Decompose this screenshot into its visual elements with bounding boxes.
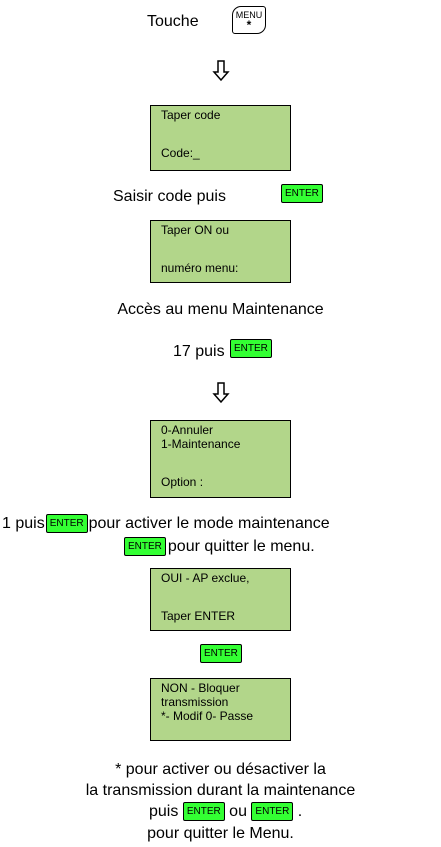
screen-line: OUI - AP exclue, bbox=[161, 571, 250, 585]
final-line-3: puis ENTER ou ENTER . bbox=[149, 802, 303, 822]
screen-taper-on: Taper ON ou numéro menu: bbox=[150, 220, 291, 283]
screen-line: 0-Annuler bbox=[161, 423, 214, 437]
enter-key-icon: ENTER bbox=[251, 802, 294, 822]
touche-label: Touche bbox=[147, 13, 199, 30]
down-arrow-icon bbox=[212, 60, 230, 82]
screen-line: *- Modif 0- Passe bbox=[161, 709, 254, 723]
screen-non: NON - Bloquer transmission *- Modif 0- P… bbox=[150, 678, 291, 741]
screen-line: Taper ON ou bbox=[161, 223, 230, 237]
screen-line: Taper ENTER bbox=[161, 609, 236, 623]
menu-key-label: MENU bbox=[235, 10, 263, 20]
screen-options: 0-Annuler 1-Maintenance Option : bbox=[150, 420, 291, 498]
text: pour activer le mode maintenance bbox=[88, 515, 330, 532]
enter-key-icon: ENTER bbox=[45, 514, 88, 534]
screen-taper-code: Taper code Code:_ bbox=[150, 105, 291, 171]
final-line-1: * pour activer ou désactiver la bbox=[115, 761, 326, 778]
down-arrow-icon bbox=[212, 382, 230, 404]
screen-line: NON - Bloquer bbox=[161, 681, 240, 695]
menu-key-icon: MENU * bbox=[232, 6, 266, 34]
enter-key-icon: ENTER bbox=[230, 339, 272, 358]
enter-key-icon: ENTER bbox=[182, 802, 225, 822]
screen-line: Code:_ bbox=[161, 146, 200, 160]
acces-label: Accès au menu Maintenance bbox=[117, 301, 324, 318]
enter-key-icon: ENTER bbox=[281, 184, 323, 203]
screen-line: Taper code bbox=[161, 108, 221, 122]
menu-key-star: * bbox=[246, 18, 252, 32]
text: ou bbox=[229, 803, 247, 820]
screen-line: Option : bbox=[161, 475, 204, 489]
enter-key-icon: ENTER bbox=[124, 537, 166, 557]
screen-line: numéro menu: bbox=[161, 261, 239, 275]
puis17-label: 17 puis bbox=[173, 343, 225, 360]
final-line-4: pour quitter le Menu. bbox=[147, 825, 294, 842]
screen-line: transmission bbox=[161, 695, 229, 709]
text: puis bbox=[149, 803, 179, 820]
saisir-label: Saisir code puis bbox=[113, 188, 226, 205]
screen-oui: OUI - AP exclue, Taper ENTER bbox=[150, 568, 291, 631]
text: pour quitter le menu. bbox=[167, 538, 315, 555]
screen-line: 1-Maintenance bbox=[161, 437, 241, 451]
enter-key-icon: ENTER bbox=[200, 644, 242, 663]
text: 1 puis bbox=[2, 515, 45, 532]
final-line-2: la transmission durant la maintenance bbox=[85, 782, 356, 799]
text: . bbox=[297, 803, 303, 820]
